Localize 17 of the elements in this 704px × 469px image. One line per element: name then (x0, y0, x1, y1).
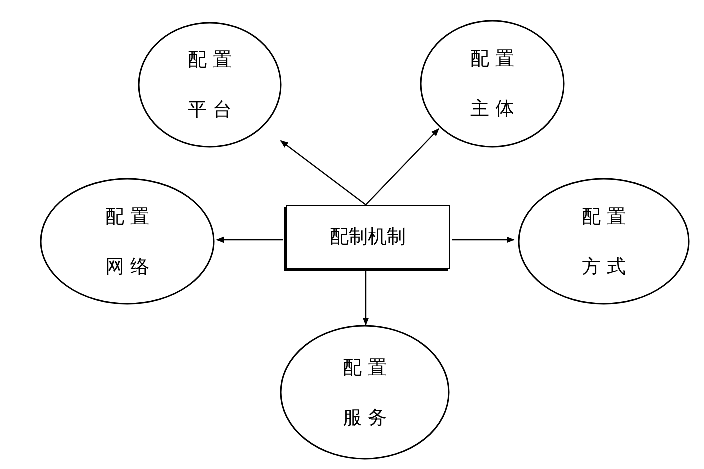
node-label: 配置服务 (342, 356, 394, 430)
ellipse-node (420, 20, 565, 148)
ellipse-node (280, 325, 450, 460)
ellipse-node (40, 178, 215, 305)
arrow (362, 269, 370, 326)
arrow (452, 236, 515, 244)
ellipse-node (518, 178, 690, 305)
arrow (216, 236, 283, 244)
process-box (286, 205, 450, 269)
node-label: 配置网络 (104, 204, 156, 280)
node-label: 配置方式 (581, 204, 633, 280)
arrow (366, 128, 440, 206)
arrow (280, 140, 366, 206)
node-label: 配制机制 (330, 225, 406, 250)
node-label: 配置主体 (470, 47, 522, 122)
node-label: 配置平台 (187, 48, 239, 123)
ellipse-node (138, 22, 282, 148)
